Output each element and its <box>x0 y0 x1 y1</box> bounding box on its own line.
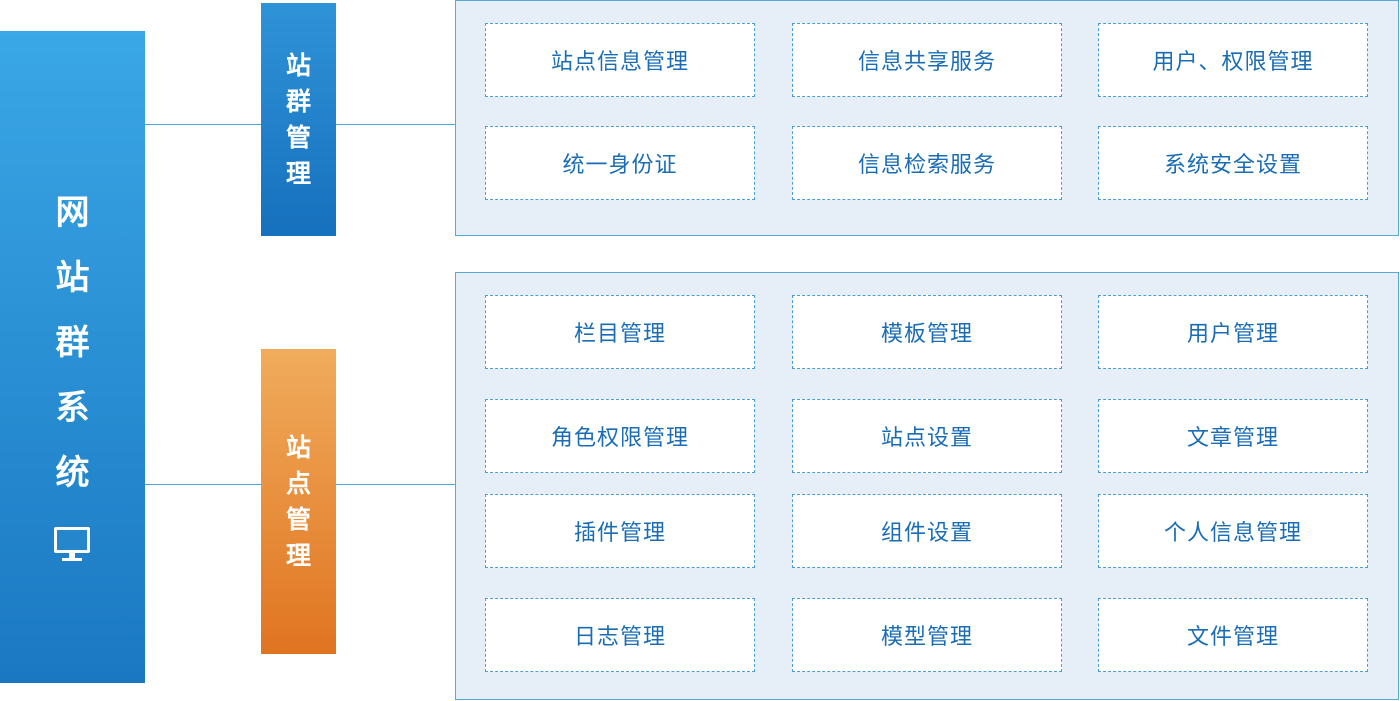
group-title-char: 群 <box>285 86 311 116</box>
group-title-char: 管 <box>285 122 311 152</box>
feature-item: 站点信息管理 <box>485 23 755 97</box>
monitor-icon <box>54 527 90 561</box>
group-title-site-cluster: 站 群 管 理 <box>261 3 336 236</box>
feature-item: 角色权限管理 <box>485 399 755 473</box>
feature-item: 文章管理 <box>1098 399 1368 473</box>
group-title-char: 理 <box>285 158 311 188</box>
root-title-char: 群 <box>55 323 90 363</box>
feature-item: 个人信息管理 <box>1098 494 1368 568</box>
feature-item: 站点设置 <box>792 399 1062 473</box>
group-title-char: 理 <box>285 540 311 570</box>
feature-item: 用户、权限管理 <box>1098 23 1368 97</box>
feature-item: 插件管理 <box>485 494 755 568</box>
panel-site-cluster: 站点信息管理 信息共享服务 用户、权限管理 统一身份证 信息检索服务 系统安全设… <box>455 0 1399 236</box>
connector-group2-panel2 <box>336 484 455 485</box>
group-title-char: 管 <box>285 504 311 534</box>
root-title: 网 站 群 系 统 <box>0 181 145 506</box>
feature-item: 系统安全设置 <box>1098 126 1368 200</box>
feature-item: 组件设置 <box>792 494 1062 568</box>
root-node: 网 站 群 系 统 <box>0 31 145 683</box>
feature-item: 栏目管理 <box>485 295 755 369</box>
group-title-site: 站 点 管 理 <box>261 349 336 654</box>
root-title-char: 系 <box>55 388 90 428</box>
group-title-char: 点 <box>285 468 311 498</box>
root-title-char: 统 <box>55 453 90 493</box>
panel-site: 栏目管理 模板管理 用户管理 角色权限管理 站点设置 文章管理 插件管理 组件设… <box>455 272 1399 700</box>
connector-root-group1 <box>145 124 261 125</box>
feature-item: 模板管理 <box>792 295 1062 369</box>
feature-item: 日志管理 <box>485 598 755 672</box>
root-title-char: 站 <box>55 258 90 298</box>
feature-item: 统一身份证 <box>485 126 755 200</box>
feature-item: 信息检索服务 <box>792 126 1062 200</box>
feature-item: 用户管理 <box>1098 295 1368 369</box>
feature-item: 文件管理 <box>1098 598 1368 672</box>
connector-group1-panel1 <box>336 124 455 125</box>
feature-item: 信息共享服务 <box>792 23 1062 97</box>
connector-root-group2 <box>145 484 261 485</box>
feature-item: 模型管理 <box>792 598 1062 672</box>
group-title-char: 站 <box>285 432 311 462</box>
group-title-char: 站 <box>285 50 311 80</box>
root-title-char: 网 <box>55 193 90 233</box>
